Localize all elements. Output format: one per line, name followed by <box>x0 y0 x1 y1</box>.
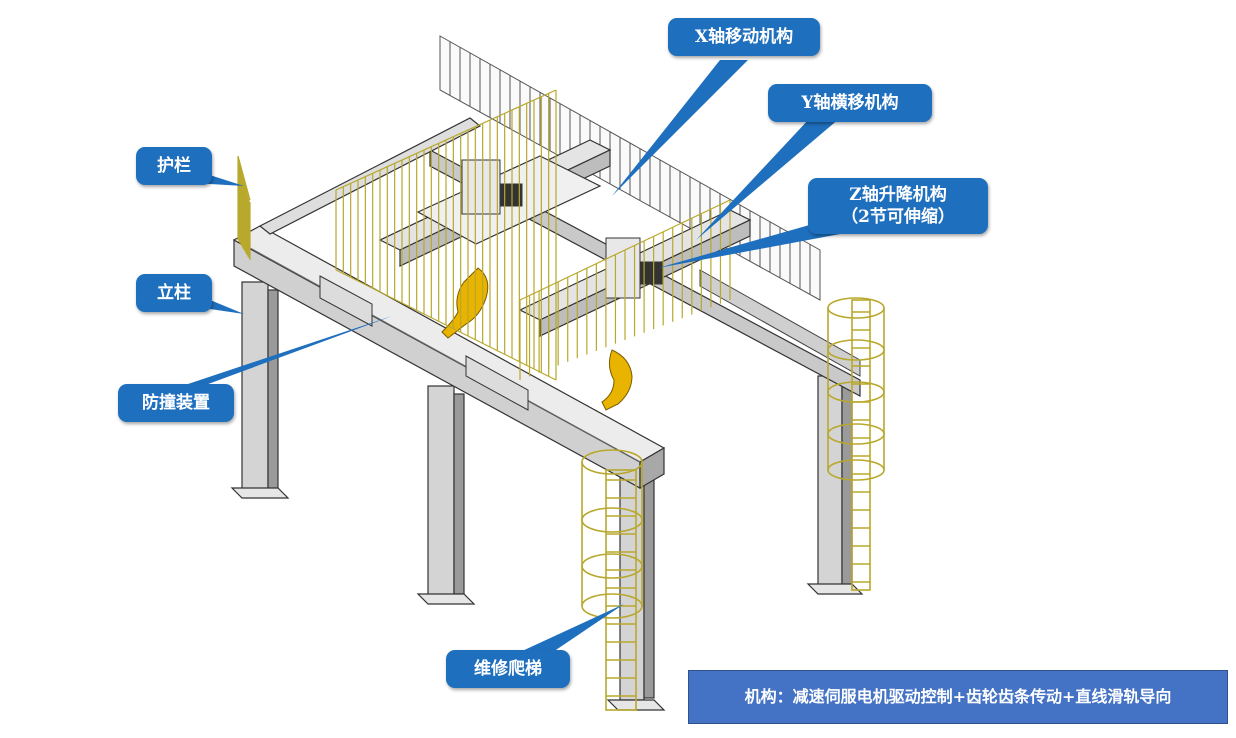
front-fences <box>237 89 731 381</box>
ladder-callout: 维修爬梯 <box>446 650 570 688</box>
y-axis-callout: Y轴横移机构 <box>768 84 932 122</box>
ladders <box>581 297 885 711</box>
y-axis-label: Y轴横移机构 <box>801 93 899 113</box>
bumpers <box>319 275 529 411</box>
bumper-callout: 防撞装置 <box>118 384 234 422</box>
z-axis-sublabel: （2节可伸缩） <box>841 207 955 227</box>
x-axis-callout: X轴移动机构 <box>668 18 820 56</box>
bumper-label: 防撞装置 <box>142 393 210 413</box>
guardrail-callout: 护栏 <box>136 147 212 185</box>
x-axis-label: X轴移动机构 <box>694 27 794 47</box>
callout-pointers <box>170 60 840 658</box>
ladder-label: 维修爬梯 <box>474 659 542 679</box>
column-label: 立柱 <box>157 283 191 303</box>
guardrail-label: 护栏 <box>157 156 191 176</box>
z-axis-label: Z轴升降机构 <box>849 185 947 205</box>
mechanism-note: 机构：减速伺服电机驱动控制+齿轮齿条传动+直线滑轨导向 <box>688 670 1228 724</box>
column-callout: 立柱 <box>136 274 212 312</box>
mechanism-note-text: 机构：减速伺服电机驱动控制+齿轮齿条传动+直线滑轨导向 <box>744 687 1172 706</box>
z-axis-callout: Z轴升降机构 （2节可伸缩） <box>808 178 988 234</box>
